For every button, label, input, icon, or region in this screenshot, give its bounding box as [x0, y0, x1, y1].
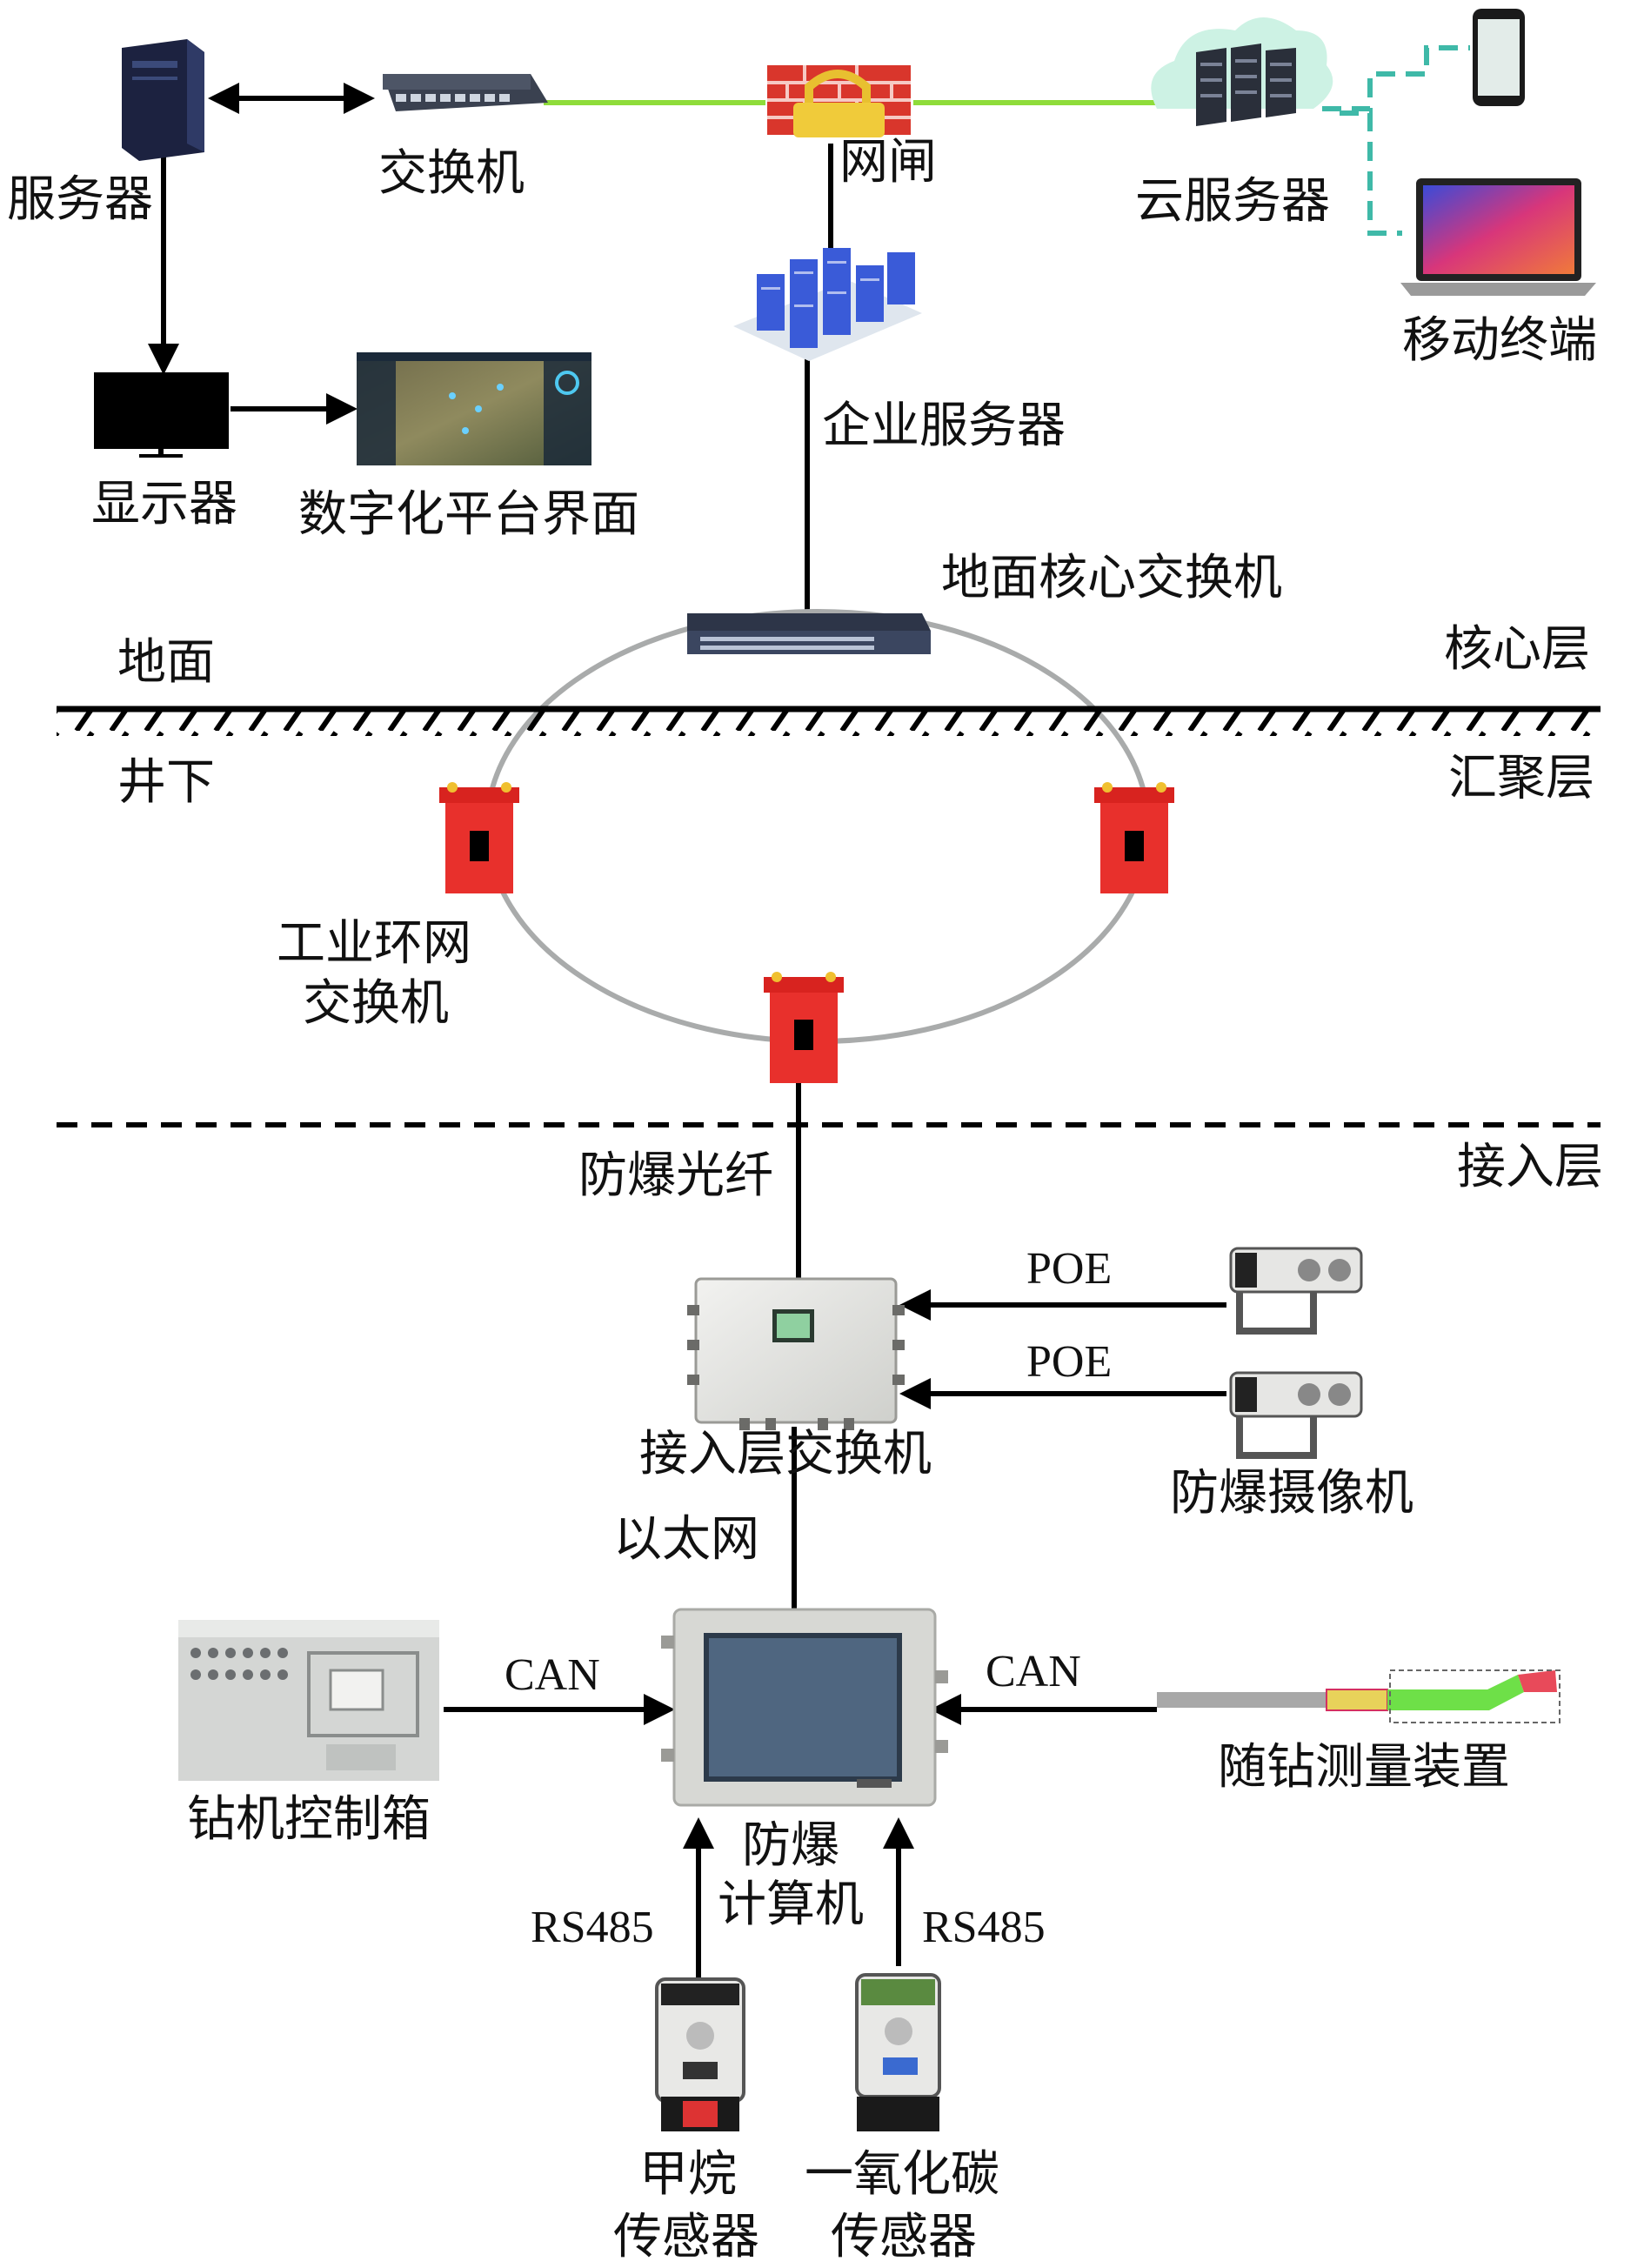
access-layer-label: 接入层	[1457, 1139, 1603, 1195]
methane-sensor-label-line2: 传感器	[613, 2209, 759, 2265]
monitor-icon	[94, 372, 229, 458]
drill-probe-icon	[1157, 1669, 1560, 1723]
poe-label-2: POE	[1026, 1337, 1112, 1387]
mobile-terminal-label: 移动终端	[1402, 312, 1597, 369]
can-label-left: CAN	[505, 1650, 600, 1700]
ground-label: 地面	[117, 634, 215, 691]
explosion-proof-camera-icon	[1229, 1247, 1363, 1335]
core-switch-label: 地面核心交换机	[941, 550, 1282, 606]
co-sensor-icon	[855, 1973, 941, 2131]
enterprise-server-label: 企业服务器	[822, 398, 1066, 454]
core-layer-label: 核心层	[1444, 621, 1590, 678]
rack-switch-icon	[687, 613, 931, 654]
industrial-ring-network	[485, 609, 1151, 1044]
methane-sensor-icon	[655, 1977, 745, 2131]
drill-control-box-label: 钻机控制箱	[187, 1791, 431, 1848]
gateway-label: 网闸	[839, 134, 937, 191]
rs485-label-right: RS485	[922, 1903, 1046, 1952]
map-dashboard-icon	[357, 352, 591, 465]
cloud-server-icon	[1151, 17, 1333, 126]
explosion-proof-camera-icon	[1229, 1371, 1363, 1459]
co-sensor-label-line1: 一氧化碳	[805, 2146, 999, 2203]
explosion-proof-computer-icon	[661, 1608, 948, 1807]
cloud-laptop-wireless-link	[1340, 110, 1402, 236]
aggregation-layer-label: 汇聚层	[1448, 750, 1594, 806]
computer-label-line1: 防爆	[742, 1817, 839, 1874]
computer-label-line2: 计算机	[718, 1877, 864, 1933]
server-rack-icon	[733, 248, 922, 361]
co-sensor-label-line2: 传感器	[831, 2209, 977, 2265]
access-switch-label: 接入层交换机	[639, 1426, 932, 1482]
ethernet-label: 以太网	[613, 1511, 759, 1568]
poe-label-1: POE	[1026, 1244, 1112, 1294]
server-label: 服务器	[7, 171, 153, 228]
digital-platform-label: 数字化平台界面	[298, 486, 639, 543]
control-cabinet-icon	[178, 1620, 439, 1781]
explosion-proof-switch-icon	[764, 972, 844, 1083]
ring-switch-label-line2: 交换机	[303, 975, 449, 1032]
rs485-label-left: RS485	[531, 1903, 654, 1952]
methane-sensor-label-line1: 甲烷	[639, 2146, 737, 2203]
server-tower-icon	[122, 39, 204, 161]
mwd-device-label: 随钻测量装置	[1218, 1739, 1510, 1796]
underground-label: 井下	[117, 754, 215, 811]
cloud-phone-wireless-link	[1322, 45, 1470, 111]
camera-label: 防爆摄像机	[1170, 1465, 1413, 1522]
explosion-proof-switch-icon	[439, 782, 519, 893]
can-label-right: CAN	[986, 1647, 1081, 1696]
ring-switch-label-line1: 工业环网	[277, 915, 471, 972]
laptop-icon	[1400, 178, 1596, 296]
smartphone-icon	[1473, 9, 1525, 106]
firewall-lock-icon	[767, 65, 911, 137]
switch-label: 交换机	[378, 145, 525, 202]
fiber-label: 防爆光纤	[578, 1147, 773, 1204]
ground-surface-line	[57, 706, 1601, 736]
network-switch-icon	[383, 74, 548, 111]
junction-box-icon	[687, 1277, 905, 1430]
explosion-proof-switch-icon	[1094, 782, 1174, 893]
cloud-server-label: 云服务器	[1135, 173, 1330, 230]
display-label: 显示器	[91, 476, 237, 532]
